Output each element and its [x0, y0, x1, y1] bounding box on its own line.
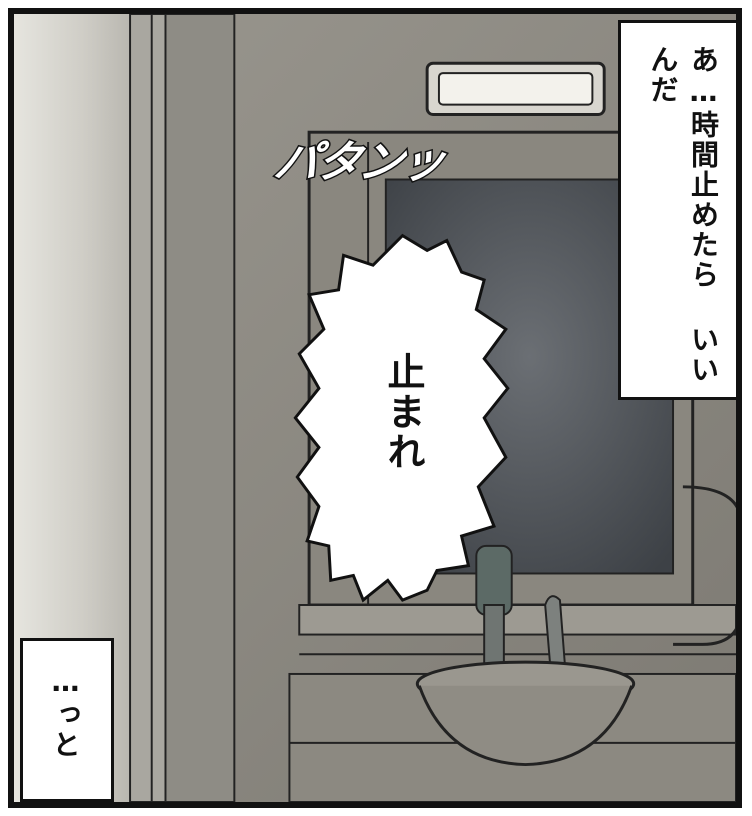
sound-effect-text: パタンッ: [269, 136, 449, 190]
narration-text-bottom: …っと: [49, 665, 82, 760]
narration-box-top: あ…時間止めたら いいんだ: [618, 20, 736, 400]
narration-text-top: あ…時間止めたら いいんだ: [646, 45, 720, 385]
speech-bubble-shape: [293, 233, 510, 603]
faucet-right: [544, 595, 566, 666]
speech-bubble-text: 止まれ: [381, 352, 425, 472]
narration-box-bottom: …っと: [20, 638, 114, 802]
manga-panel: パタンッ 止まれ あ…時間止めたら いいんだ …っと: [8, 8, 742, 808]
door-frame: [129, 14, 167, 802]
